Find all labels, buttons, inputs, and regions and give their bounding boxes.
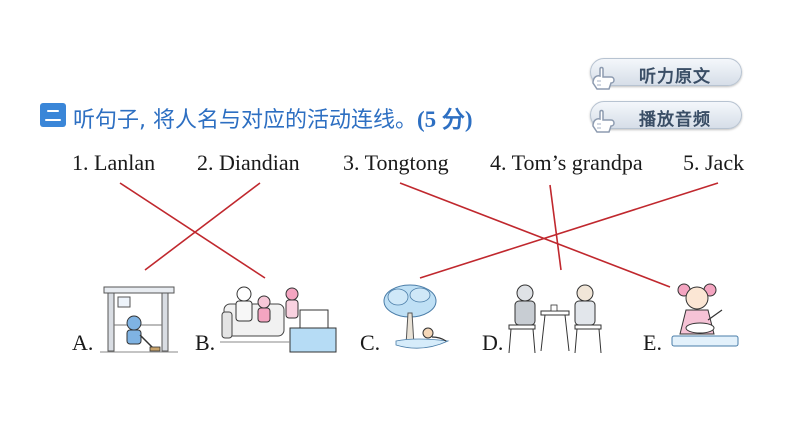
section-number-two-icon <box>40 103 66 127</box>
original-text-button[interactable]: 听力原文 <box>590 58 742 90</box>
name-diandian: 2. Diandian <box>197 150 300 175</box>
boy-swimming-under-tree-icon <box>383 284 450 349</box>
picture-letter-c: C. <box>360 330 381 355</box>
original-text-label: 听力原文 <box>639 67 711 87</box>
play-audio-label: 播放音频 <box>639 110 711 130</box>
name-tongtong: 3. Tongtong <box>343 150 449 175</box>
picture-letter-e: E. <box>643 330 662 355</box>
men-sitting-at-table-icon <box>508 284 602 354</box>
section-title: 听句子, 将人名与对应的活动连线。(5 分) <box>73 100 473 134</box>
match-line-diandian-a <box>144 182 261 271</box>
section-title-text: 听句子, 将人名与对应的活动连线。 <box>73 108 417 133</box>
picture-letter-d: D. <box>482 330 504 355</box>
play-audio-button[interactable]: 播放音频 <box>590 101 742 133</box>
match-line-tongtong-e <box>399 182 671 288</box>
match-line-jack-c <box>419 182 719 279</box>
name-lanlan: 1. Lanlan <box>72 150 156 175</box>
name-jack: 5. Jack <box>683 150 745 175</box>
section-points: (5 分) <box>417 107 473 132</box>
match-line-grandpa-d <box>549 184 562 271</box>
picture-letter-b: B. <box>195 330 216 355</box>
picture-letter-a: A. <box>72 330 94 355</box>
family-watching-tv-icon <box>220 286 337 353</box>
pointing-hand-icon <box>592 66 615 90</box>
name-toms-grandpa: 4. Tom’s grandpa <box>490 150 643 175</box>
pointing-hand-icon <box>592 109 615 133</box>
girl-cooking-icon <box>671 283 739 347</box>
girl-cleaning-room-icon <box>100 286 178 353</box>
match-line-lanlan-b <box>119 182 266 279</box>
